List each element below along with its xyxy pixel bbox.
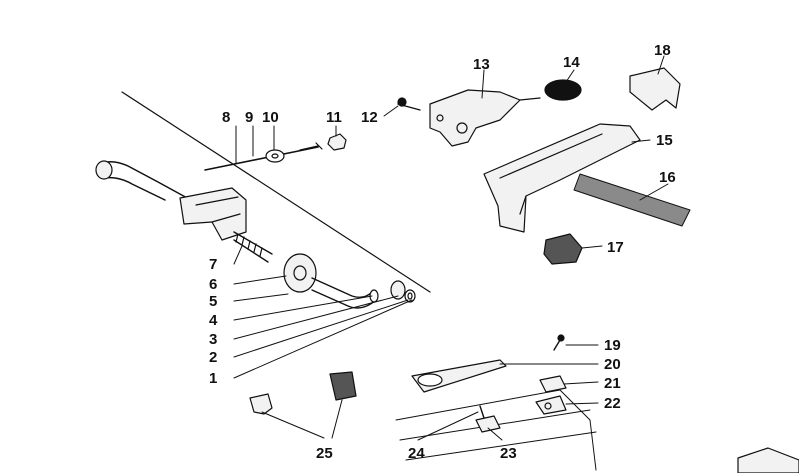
callout-16: 16 — [659, 169, 676, 186]
callout-23: 23 — [500, 445, 517, 462]
part-25-buffer-right — [329, 371, 357, 401]
callout-17: 17 — [607, 239, 624, 256]
part-24-screw — [479, 405, 485, 419]
part-25-buffer-left — [249, 393, 273, 415]
rear-panel — [395, 389, 597, 471]
callout-1: 1 — [209, 370, 218, 387]
part-7-spring — [233, 231, 273, 263]
part-11-nut — [327, 133, 347, 151]
callout-7: 7 — [209, 256, 218, 273]
callout-20: 20 — [604, 356, 621, 373]
part-8-rod — [204, 146, 319, 171]
callout-6: 6 — [209, 276, 218, 293]
part-2-washer — [404, 289, 416, 303]
callout-2: 2 — [209, 349, 218, 366]
part-13-bracket — [429, 89, 521, 147]
part-23-bracket — [475, 415, 501, 433]
part-3-bushing — [390, 280, 406, 300]
part-17-clip — [543, 233, 583, 265]
callout-4: 4 — [209, 312, 218, 329]
callout-19: 19 — [604, 337, 621, 354]
callout-25: 25 — [316, 445, 333, 462]
catalog-logo-box — [737, 447, 799, 473]
callout-11: 11 — [326, 109, 342, 126]
callout-3: 3 — [209, 331, 218, 348]
part-14-cap — [544, 79, 582, 101]
callout-13: 13 — [473, 56, 490, 73]
mounting-bracket — [179, 187, 247, 241]
callout-12: 12 — [361, 109, 378, 126]
body-contour-line — [121, 91, 431, 293]
callout-22: 22 — [604, 395, 621, 412]
part-10-washer — [265, 149, 285, 163]
part-screw — [299, 142, 323, 151]
callout-21: 21 — [604, 375, 621, 392]
callout-18: 18 — [654, 42, 671, 59]
callout-5: 5 — [209, 293, 218, 310]
leader-lines — [233, 55, 669, 441]
part-18-clip — [629, 67, 681, 111]
part-19-screw — [553, 339, 561, 351]
callout-10: 10 — [262, 109, 279, 126]
callout-14: 14 — [563, 54, 580, 71]
part-21-clip — [539, 375, 567, 393]
callout-8: 8 — [222, 109, 231, 126]
callout-9: 9 — [245, 109, 254, 126]
callout-24: 24 — [408, 445, 425, 462]
part-15-rail — [483, 123, 641, 233]
part-16-strip — [573, 173, 691, 227]
callout-15: 15 — [656, 132, 673, 149]
part-1-nut — [407, 292, 413, 300]
part-6-disc — [283, 253, 317, 293]
